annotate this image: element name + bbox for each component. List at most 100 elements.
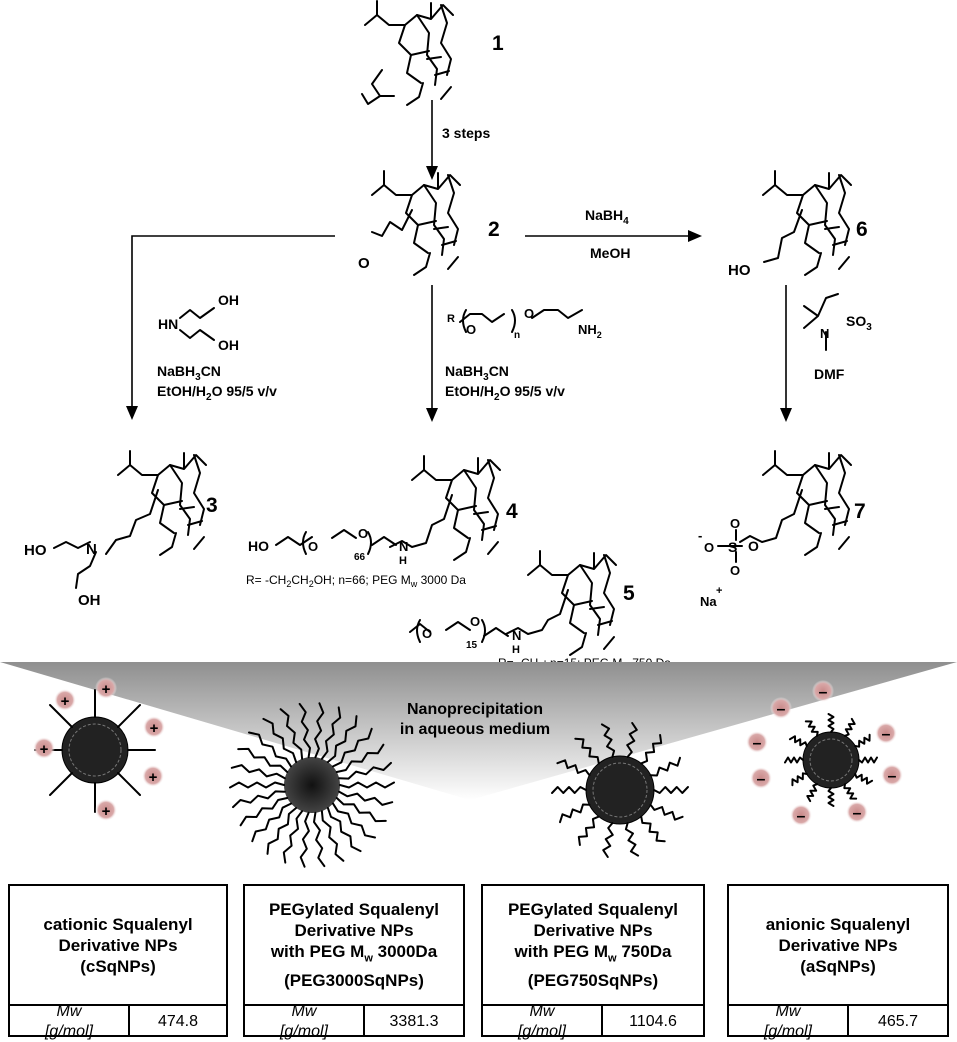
reagent-nabh3cn-left: NaBH3CN xyxy=(157,363,221,383)
charge-minus-1: – xyxy=(777,701,786,718)
c7-o-top: O xyxy=(730,516,740,531)
surface-chain xyxy=(299,811,310,868)
reagent-3-steps: 3 steps xyxy=(442,125,490,141)
charge-minus-4: – xyxy=(882,726,891,743)
table-peg750: PEGylated Squalenyl Derivative NPs with … xyxy=(481,884,705,1040)
arrowhead-2-to-6 xyxy=(688,230,702,242)
dea-oh-bottom: OH xyxy=(218,337,239,353)
dea-oh-top: OH xyxy=(218,292,239,308)
surface-chain xyxy=(248,731,292,768)
compound-4-structure xyxy=(275,455,501,561)
diethanolamine-structure xyxy=(179,307,215,341)
surface-chain xyxy=(313,811,326,868)
charge-minus-2: – xyxy=(819,684,828,701)
surface-chain xyxy=(320,706,342,760)
table-peg3000-title-line4: (PEG3000SqNPs) xyxy=(284,970,424,990)
c7-s: S xyxy=(728,539,737,555)
compound-5-structure xyxy=(409,550,617,656)
arrowhead-1-to-2 xyxy=(426,166,438,180)
surface-chain xyxy=(844,717,856,737)
peg-n: n xyxy=(514,330,520,341)
charge-plus-4: + xyxy=(150,720,159,737)
c4-h: H xyxy=(399,555,407,567)
nanoprecipitation-line1: Nanoprecipitation xyxy=(407,701,543,718)
arrowhead-6-to-7 xyxy=(780,408,792,422)
charge-plus-3: + xyxy=(40,741,49,758)
reagent-dmf: DMF xyxy=(814,366,845,382)
arrowhead-2-to-4 xyxy=(426,408,438,422)
surface-chain xyxy=(251,802,292,843)
surface-chain xyxy=(626,722,638,758)
table-peg3000-title-line3: with PEG Mw 3000Da xyxy=(270,942,438,965)
c7-na: Na xyxy=(700,594,717,609)
c4-sub66: 66 xyxy=(354,552,366,563)
table-cationic-title-line1: cationic Squalenyl xyxy=(43,914,193,934)
surface-chain xyxy=(624,822,640,857)
surface-chain xyxy=(556,759,591,777)
compound-5-number: 5 xyxy=(623,582,635,605)
surface-chain xyxy=(551,786,587,794)
compound-2-number: 2 xyxy=(488,218,500,241)
surface-chain xyxy=(279,708,304,760)
surface-chain xyxy=(335,797,387,823)
surface-chain xyxy=(843,783,858,800)
reagent-etoh-center: EtOH/H2O 95/5 v/v xyxy=(445,383,565,403)
surface-chain xyxy=(854,733,871,748)
peg-o1: O xyxy=(466,322,476,337)
table-cationic-title-line3: (cSqNPs) xyxy=(80,956,156,976)
table-peg3000-title-line1: PEGylated Squalenyl xyxy=(268,900,440,920)
table-peg3000-mw-value: 3381.3 xyxy=(389,1012,439,1030)
surface-chain xyxy=(600,723,616,758)
table-peg3000: PEGylated Squalenyl Derivative NPs with … xyxy=(243,884,465,1040)
so3-amine-structure xyxy=(803,293,839,351)
c5-sub15: 15 xyxy=(466,640,478,651)
reaction-scheme: 1 3 steps O 2 NaBH4 MeOH HO 6 OH HN OH N… xyxy=(0,0,957,868)
arrow-2-to-3 xyxy=(131,235,335,410)
surface-chain xyxy=(788,735,808,747)
surface-chain xyxy=(326,715,358,763)
c7-o-minus: O xyxy=(704,540,714,555)
compound-3-structure xyxy=(53,450,207,589)
table-peg750-title-line4: (PEG750SqNPs) xyxy=(527,970,659,990)
compound-6-structure xyxy=(762,170,852,276)
table-anionic-mw-label: Mw[g/mol] xyxy=(729,1003,849,1040)
c5-n: N xyxy=(512,628,521,643)
surface-chain xyxy=(649,756,681,777)
surface-chain xyxy=(282,810,304,864)
c5-h: H xyxy=(512,644,520,656)
anionic-nanoparticle xyxy=(746,680,903,826)
table-cationic-mw-label: Mw[g/mol] xyxy=(10,1003,130,1040)
c4-o-b: O xyxy=(358,526,368,541)
table-peg750-title-line2: Derivative NPs xyxy=(533,921,653,941)
surface-chain xyxy=(559,803,591,824)
charge-minus-8: – xyxy=(853,805,862,822)
c4-n: N xyxy=(399,539,408,554)
compound-1-number: 1 xyxy=(492,32,504,55)
charge-plus-5: + xyxy=(149,769,158,786)
surface-chain xyxy=(237,747,289,773)
surface-chain xyxy=(827,787,835,807)
table-peg750-mw-label: Mw[g/mol] xyxy=(483,1003,603,1040)
charge-plus-6: + xyxy=(102,803,111,820)
charge-plus-1: + xyxy=(61,693,70,710)
charge-minus-7: – xyxy=(797,808,806,825)
surface-chain xyxy=(320,810,345,862)
c7-minus: - xyxy=(698,528,702,543)
reagent-meoh: MeOH xyxy=(590,245,630,261)
c5-o-a: O xyxy=(422,626,432,641)
surface-chain xyxy=(232,790,286,809)
surface-chain xyxy=(339,781,395,789)
table-peg3000-mw-label: Mw[g/mol] xyxy=(245,1003,365,1040)
reagent-nabh4: NaBH4 xyxy=(585,207,629,227)
c4-ho: HO xyxy=(248,538,269,554)
surface-chain xyxy=(577,815,600,846)
c7-o-bottom: O xyxy=(730,563,740,578)
peg3000-nanoparticle xyxy=(229,702,395,868)
surface-chain xyxy=(784,756,804,764)
surface-chain xyxy=(640,815,666,843)
surface-chain xyxy=(804,720,819,737)
surface-chain xyxy=(298,702,311,759)
table-cationic-mw-value: 474.8 xyxy=(157,1012,199,1030)
c4-r-definition: R= -CH2CH2OH; n=66; PEG Mw 3000 Da xyxy=(246,573,466,589)
cationic-nanoparticle xyxy=(33,677,165,821)
